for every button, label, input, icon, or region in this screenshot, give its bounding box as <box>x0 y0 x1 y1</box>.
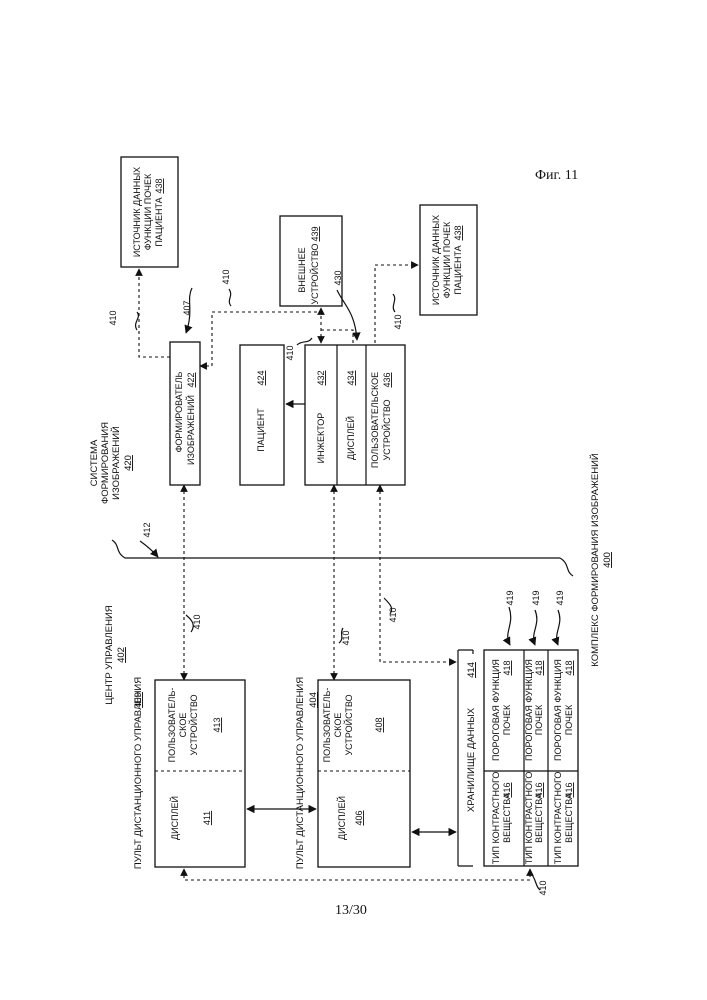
remote-404-user-l2: СКОЕ <box>333 713 343 738</box>
remote-409-display-ref: 411 <box>202 811 212 825</box>
contrast-type-label-2: ТИП КОНТРАСТНОГО <box>524 772 534 865</box>
kidney-threshold-ref-3: 418 <box>564 660 574 675</box>
kidney-threshold-label-3: ПОРОГОВАЯ ФУНКЦИЯ <box>553 659 563 761</box>
data-store-title: ХРАНИЛИЩЕ ДАННЫХ <box>466 707 477 812</box>
source-top-label-1: ИСТОЧНИК ДАННЫХ <box>132 167 142 257</box>
source-top-label-2: ФУНКЦИИ ПОЧЕК <box>143 173 153 250</box>
contrast-type-ref-3: 416 <box>564 782 574 797</box>
remote-404-display-ref: 406 <box>354 810 364 825</box>
source-top-ref: 438 <box>154 178 164 193</box>
external-device-label-2: УСТРОЙСТВО <box>309 243 320 304</box>
link-label-410-2: 410 <box>221 269 231 284</box>
kidney-threshold-sub-2: ПОЧЕК <box>534 704 544 735</box>
control-center-label: ЦЕНТР УПРАВЛЕНИЯ <box>104 605 115 704</box>
remote-409-display: ДИСПЛЕЙ <box>169 796 180 840</box>
imager-label-1: ФОРМИРОВАТЕЛЬ <box>174 371 184 452</box>
data-store-arrow-3: 419 <box>555 590 565 605</box>
source-top-label-3: ПАЦИЕНТА <box>154 197 164 246</box>
remote-409-user-l1: ПОЛЬЗОВАТЕЛЬ- <box>167 688 177 763</box>
link-label-410-8: 410 <box>538 880 548 895</box>
injector-callout-430: 430 <box>333 270 343 285</box>
link-label-410-1: 410 <box>108 310 118 325</box>
remote-404-ref: 404 <box>308 692 319 708</box>
source-right-label-1: ИСТОЧНИК ДАННЫХ <box>431 215 441 305</box>
source-right-label-3: ПАЦИЕНТА <box>453 245 463 294</box>
kidney-threshold-label-2: ПОРОГОВАЯ ФУНКЦИЯ <box>524 659 534 761</box>
injector-display-ref: 434 <box>346 370 356 385</box>
link-label-410-7: 410 <box>388 607 398 622</box>
network-line-412 <box>112 540 573 576</box>
patient-ref: 424 <box>256 370 266 385</box>
remote-409-user-l2: СКОЕ <box>178 713 188 738</box>
injector-user-ref: 436 <box>382 372 392 387</box>
kidney-threshold-ref-2: 418 <box>534 660 544 675</box>
imager-callout-407: 407 <box>182 300 192 315</box>
imaging-system-label-1: СИСТЕМА <box>89 439 100 486</box>
contrast-type-sub-3: ВЕЩЕСТВА <box>564 793 574 843</box>
kidney-threshold-label-1: ПОРОГОВАЯ ФУНКЦИЯ <box>491 659 501 761</box>
external-device-ref: 439 <box>310 226 320 241</box>
remote-409-user-l3: УСТРОЙСТВО <box>188 694 199 755</box>
remote-409-user-ref: 413 <box>212 717 222 732</box>
imager-label-2: ИЗОБРАЖЕНИЙ <box>185 395 196 465</box>
injector-label: ИНЖЕКТОР <box>316 413 326 464</box>
data-store-arrow-2: 419 <box>531 590 541 605</box>
data-store-ref: 414 <box>466 662 477 678</box>
complex-ref: 400 <box>602 552 613 568</box>
contrast-type-ref-2: 416 <box>534 782 544 797</box>
injector-user-label-1: ПОЛЬЗОВАТЕЛЬСКОЕ <box>370 372 380 468</box>
kidney-threshold-sub-3: ПОЧЕК <box>564 704 574 735</box>
contrast-type-label-1: ТИП КОНТРАСТНОГО <box>491 772 501 865</box>
data-store-arrow-1: 419 <box>505 590 515 605</box>
remote-404-display: ДИСПЛЕЙ <box>336 796 347 840</box>
imaging-system-label-3: ИЗОБРАЖЕНИЙ <box>110 426 122 500</box>
complex-label: КОМПЛЕКС ФОРМИРОВАНИЯ ИЗОБРАЖЕНИЙ <box>589 453 601 667</box>
external-device-label-1: ВНЕШНЕЕ <box>297 247 307 292</box>
kidney-threshold-ref-1: 418 <box>502 660 512 675</box>
network-ref: 412 <box>142 522 152 537</box>
kidney-threshold-sub-1: ПОЧЕК <box>502 704 512 735</box>
imaging-system-ref: 420 <box>123 455 134 471</box>
injector-ref: 432 <box>316 370 326 385</box>
remote-409-ref: 409 <box>133 692 144 708</box>
link-label-410-4: 410 <box>393 314 403 329</box>
link-label-410-6: 410 <box>341 630 351 645</box>
remote-404-user-ref: 408 <box>374 717 384 732</box>
contrast-type-sub-1: ВЕЩЕСТВА <box>502 793 512 843</box>
remote-404-user-l1: ПОЛЬЗОВАТЕЛЬ- <box>322 688 332 763</box>
source-right-label-2: ФУНКЦИИ ПОЧЕК <box>442 221 452 298</box>
injector-display-label: ДИСПЛЕЙ <box>345 416 356 460</box>
link-label-410-5: 410 <box>192 614 202 629</box>
contrast-type-label-3: ТИП КОНТРАСТНОГО <box>553 772 563 865</box>
remote-404-title: ПУЛЬТ ДИСТАНЦИОННОГО УПРАВЛЕНИЯ <box>295 677 306 869</box>
source-right-ref: 438 <box>453 225 463 240</box>
contrast-type-sub-2: ВЕЩЕСТВА <box>534 793 544 843</box>
remote-404-user-l3: УСТРОЙСТВО <box>343 694 354 755</box>
patient-label: ПАЦИЕНТ <box>256 408 266 452</box>
injector-user-label-2: УСТРОЙСТВО <box>381 399 392 460</box>
control-center-ref: 402 <box>116 647 127 663</box>
contrast-type-ref-1: 416 <box>502 782 512 797</box>
link-label-410-3: 410 <box>285 345 295 360</box>
imager-ref: 422 <box>186 372 196 387</box>
imaging-system-label-2: ФОРМИРОВАНИЯ <box>100 422 111 504</box>
